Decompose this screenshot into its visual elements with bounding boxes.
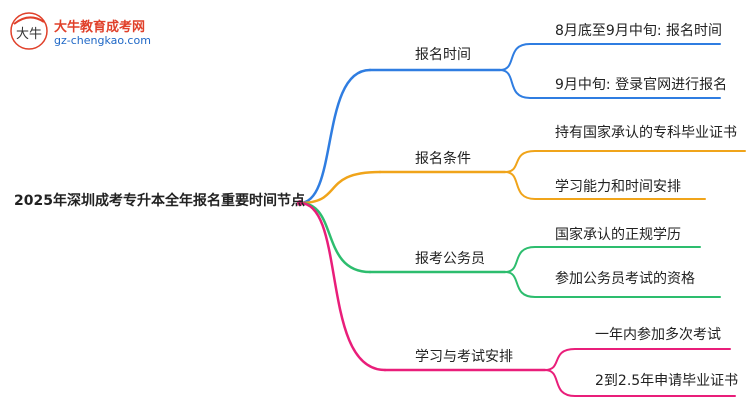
leaf-study-exam-2: 2到2.5年申请毕业证书 [595, 373, 739, 389]
connector-signup-conditions-leaf-2 [504, 171, 706, 200]
connector-root-signup-conditions [298, 170, 382, 205]
leaf-signup-time-1: 8月底至9月中旬: 报名时间 [555, 23, 722, 39]
branch-label-signup-conditions: 报名条件 [415, 151, 471, 167]
branch-label-signup-time: 报名时间 [415, 47, 471, 63]
logo-url: gz-chengkao.com [54, 34, 151, 47]
site-logo[interactable]: 大牛 大牛教育成考网 gz-chengkao.com [8, 10, 188, 54]
connector-civil-service-leaf-1 [504, 246, 701, 273]
leaf-signup-conditions-1: 持有国家承认的专科毕业证书 [555, 125, 737, 141]
connector-study-exam-leaf-2 [544, 369, 736, 397]
connector-signup-time-leaf-2 [499, 69, 721, 99]
leaf-signup-time-2: 9月中旬: 登录官网进行报名 [555, 77, 728, 93]
leaf-study-exam-1: 一年内参加多次考试 [595, 327, 721, 343]
connector-civil-service-leaf-2 [504, 271, 721, 298]
connector-study-exam-leaf-1 [544, 348, 731, 371]
connector-signup-conditions-leaf-1 [504, 150, 746, 173]
logo-mark-text: 大牛 [16, 27, 42, 42]
branch-label-civil-service: 报考公务员 [415, 251, 485, 267]
leaf-civil-service-2: 参加公务员考试的资格 [555, 271, 695, 287]
logo-mark-icon: 大牛 [10, 12, 48, 50]
connector-root-signup-time [298, 68, 372, 205]
leaf-civil-service-1: 国家承认的正规学历 [555, 227, 681, 243]
connector-signup-time-leaf-1 [499, 43, 721, 71]
root-connector-dot [297, 200, 303, 206]
connector-root-civil-service [298, 201, 372, 274]
logo-brand-name: 大牛教育成考网 [54, 20, 146, 35]
leaf-signup-conditions-2: 学习能力和时间安排 [555, 179, 681, 195]
connector-root-study-exam [298, 201, 387, 372]
root-node: 2025年深圳成考专升本全年报名重要时间节点 [14, 193, 305, 209]
branch-label-study-exam: 学习与考试安排 [415, 349, 513, 365]
